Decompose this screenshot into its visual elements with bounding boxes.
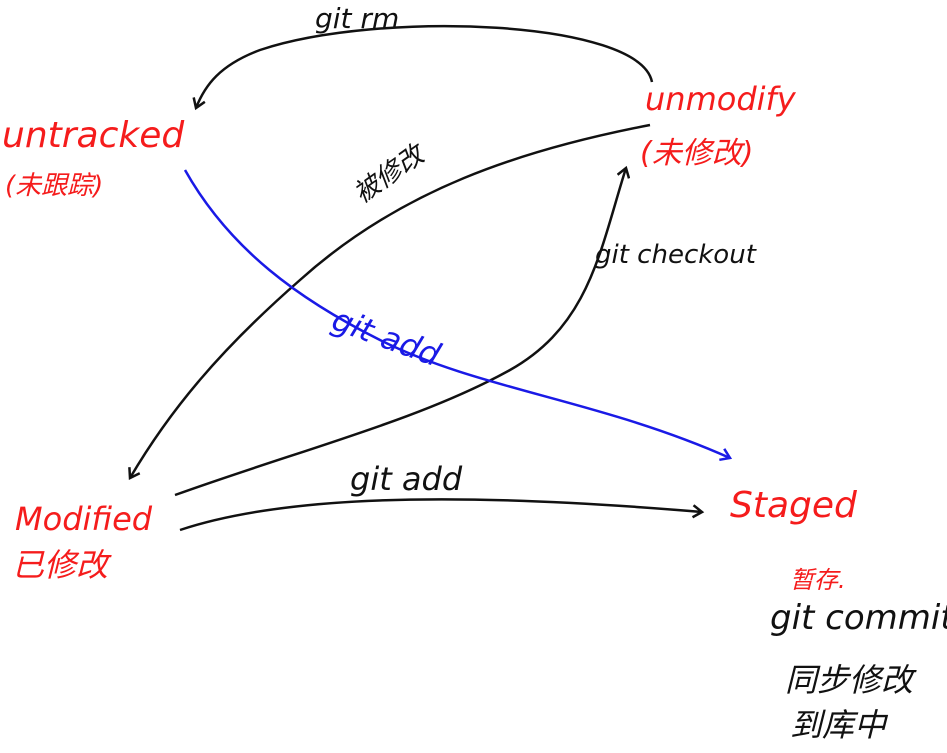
label-git-add-modified: git add — [350, 460, 463, 498]
label-git-commit: git commit — [770, 598, 947, 638]
arrow-unmodify-to-modified — [130, 123, 651, 478]
arrow-git-checkout — [174, 168, 626, 497]
state-staged-cn: 暂存. — [790, 566, 846, 594]
label-commit-note-2: 到库中 — [790, 706, 887, 744]
label-git-rm: git rm — [315, 2, 400, 35]
arrow-git-add-untracked — [183, 169, 730, 458]
state-unmodify-cn: (未修改) — [640, 136, 754, 171]
state-unmodify: unmodify — [645, 80, 796, 118]
state-modified: Modified — [15, 500, 153, 538]
state-untracked-cn: (未跟踪) — [5, 171, 104, 201]
arrow-git-rm — [196, 24, 654, 108]
label-git-checkout: git checkout — [595, 240, 756, 270]
label-commit-note-1: 同步修改 — [785, 661, 914, 699]
state-modified-cn: 已修改 — [12, 546, 109, 584]
arrow-git-add-modified — [179, 498, 702, 532]
state-untracked: untracked — [2, 115, 185, 156]
state-staged: Staged — [730, 485, 857, 526]
